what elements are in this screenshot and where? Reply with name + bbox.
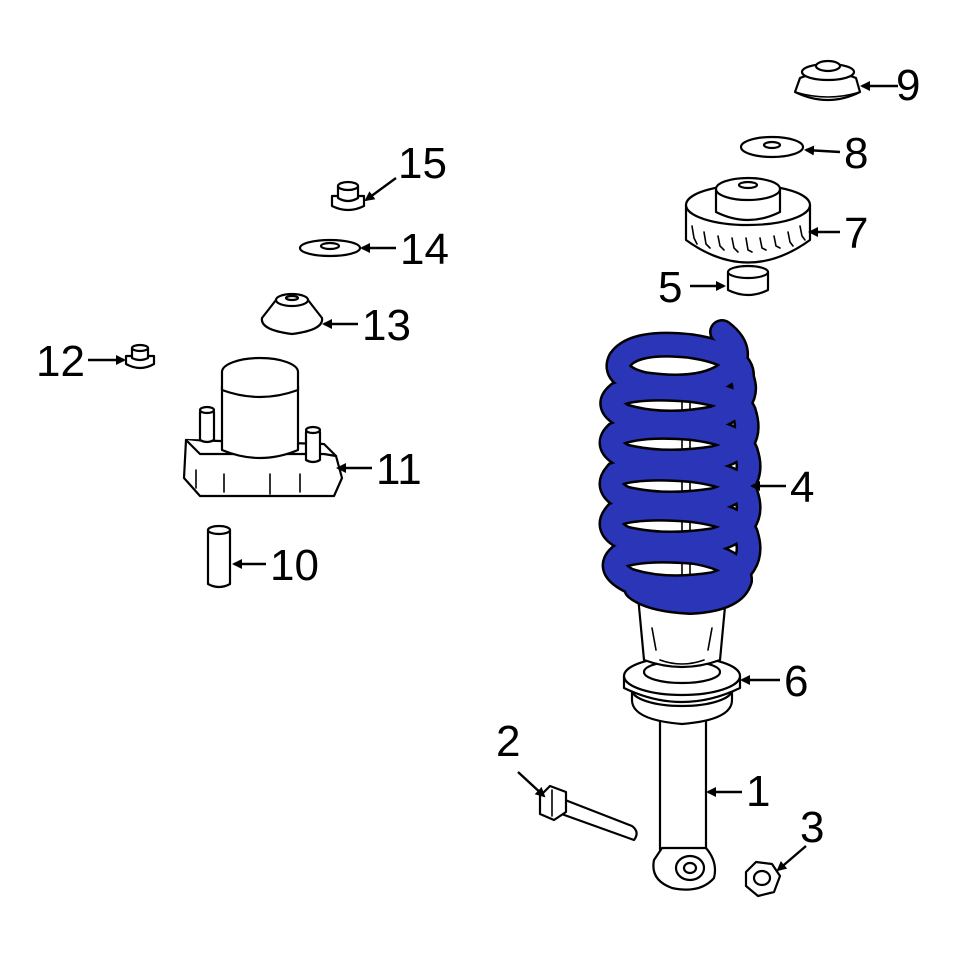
callout-5: 5 bbox=[658, 263, 682, 312]
part-8-washer[interactable] bbox=[739, 135, 805, 159]
callout-10: 10 bbox=[270, 541, 319, 590]
part-6-spring-seat[interactable] bbox=[622, 655, 742, 726]
callout-11: 11 bbox=[376, 445, 422, 494]
callout-2: 2 bbox=[496, 717, 520, 766]
part-5-bushing[interactable] bbox=[726, 264, 770, 297]
part-12-nut[interactable] bbox=[124, 343, 156, 370]
part-13-insulator[interactable] bbox=[260, 292, 324, 336]
part-3-nut[interactable] bbox=[744, 860, 782, 898]
callout-12: 12 bbox=[36, 337, 85, 386]
callout-9: 9 bbox=[896, 61, 920, 110]
callout-4: 4 bbox=[790, 463, 814, 512]
callout-3: 3 bbox=[800, 803, 824, 852]
part-15-nut[interactable] bbox=[330, 180, 366, 212]
part-7-upper-mount[interactable] bbox=[684, 176, 812, 264]
part-1-shock-absorber[interactable] bbox=[652, 718, 717, 891]
callout-15: 15 bbox=[398, 139, 447, 188]
callout-6: 6 bbox=[784, 657, 808, 706]
leader-lines bbox=[88, 81, 898, 872]
part-14-washer[interactable] bbox=[298, 238, 362, 258]
callout-14: 14 bbox=[400, 225, 449, 274]
part-9-upper-bumper[interactable] bbox=[793, 59, 862, 102]
callout-labels: 9 8 7 5 4 6 1 2 3 10 11 12 13 14 15 bbox=[36, 61, 920, 852]
callout-13: 13 bbox=[362, 301, 411, 350]
part-10-pin[interactable] bbox=[206, 524, 232, 589]
callout-8: 8 bbox=[844, 129, 868, 178]
part-11-mount-bracket[interactable] bbox=[182, 356, 344, 498]
callout-7: 7 bbox=[844, 209, 868, 258]
part-4-coil-spring[interactable] bbox=[598, 319, 762, 616]
callout-1: 1 bbox=[746, 767, 770, 816]
part-2-bolt[interactable] bbox=[538, 784, 638, 842]
